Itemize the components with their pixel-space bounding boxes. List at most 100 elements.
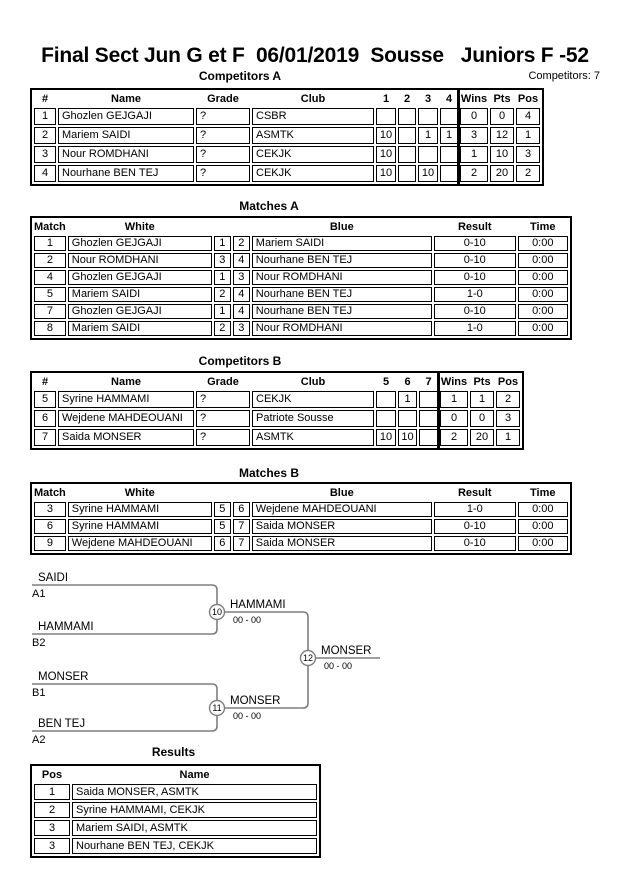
competitors-a-table: # Name Grade Club 1 2 3 4 Wins Pts Pos bbox=[30, 88, 544, 186]
white-player-number: 5 bbox=[213, 502, 231, 517]
match-result: 1-0 bbox=[433, 321, 516, 336]
final-score: 00 - 00 bbox=[324, 661, 352, 671]
competitor-row: 1 Ghozlen GEJGAJI ? CSBR 0 0 4 bbox=[34, 108, 540, 125]
knockout-bracket: 10 11 12 SAIDI A1 HAMMAMI B2 MONSER B1 B… bbox=[32, 572, 380, 746]
match-result: 1-0 bbox=[433, 287, 516, 302]
competitor-grade: ? bbox=[196, 146, 250, 163]
match-time: 0:00 bbox=[517, 519, 568, 534]
bracket-entry-seed: B1 bbox=[32, 687, 45, 699]
pos-cell: 4 bbox=[516, 108, 540, 125]
match-time: 0:00 bbox=[517, 253, 568, 268]
competitor-name: Nour ROMDHANI bbox=[58, 146, 194, 163]
competitor-club: ASMTK bbox=[252, 127, 374, 144]
score-cell bbox=[418, 108, 438, 125]
pts-cell: 20 bbox=[490, 165, 514, 182]
header-blue: Blue bbox=[329, 221, 354, 233]
blue-player: Saida MONSER bbox=[251, 519, 432, 534]
match-result: 0-10 bbox=[433, 253, 516, 268]
match-11-number: 11 bbox=[212, 703, 221, 713]
bracket-lines bbox=[32, 584, 380, 732]
bracket-entry-name: BEN TEJ bbox=[38, 718, 85, 730]
white-player: Syrine HAMMAMI bbox=[67, 519, 212, 534]
semifinal-2-winner-line bbox=[224, 658, 309, 709]
table-header-row: # Name Grade Club 1 2 3 4 Wins Pts Pos bbox=[34, 92, 540, 106]
blue-player: Nourhane BEN TEJ bbox=[251, 253, 432, 268]
competitor-club: CSBR bbox=[252, 108, 374, 125]
blue-player-number: 7 bbox=[232, 519, 250, 534]
score-cell: 1 bbox=[418, 127, 438, 144]
competitor-name: Ghozlen GEJGAJI bbox=[58, 108, 194, 125]
match-row: 6 Syrine HAMMAMI 5 7 Saida MONSER 0-10 0… bbox=[34, 519, 568, 534]
match-number: 9 bbox=[34, 536, 66, 551]
pts-cell: 10 bbox=[490, 146, 514, 163]
bracket-entry-seed: B2 bbox=[32, 637, 45, 649]
competitor-name: Wejdene MAHDEOUANI bbox=[58, 410, 194, 427]
result-position: 3 bbox=[34, 820, 70, 836]
match-row: 5 Mariem SAIDI 2 4 Nourhane BEN TEJ 1-0 … bbox=[34, 287, 568, 302]
blue-player: Mariem SAIDI bbox=[251, 236, 432, 251]
semifinal-1-winner-line bbox=[224, 611, 309, 658]
competitor-number: 4 bbox=[34, 165, 56, 182]
semifinal-2-winner: MONSER bbox=[230, 695, 280, 707]
header-round-4: 4 bbox=[445, 93, 453, 105]
match-time: 0:00 bbox=[517, 304, 568, 319]
table-header-row: # Name Grade Club 5 6 7 Wins Pts Pos bbox=[34, 375, 520, 389]
match-result: 0-10 bbox=[433, 536, 516, 551]
match-row: 3 Syrine HAMMAMI 5 6 Wejdene MAHDEOUANI … bbox=[34, 502, 568, 517]
bracket-entry-seed: A1 bbox=[32, 588, 45, 600]
match-number: 3 bbox=[34, 502, 66, 517]
competitor-grade: ? bbox=[196, 410, 250, 427]
match-number: 5 bbox=[34, 287, 66, 302]
header-pos: Pos bbox=[497, 376, 519, 388]
competitor-club: ASMTK bbox=[252, 429, 374, 446]
competitor-name: Nourhane BEN TEJ bbox=[58, 165, 194, 182]
pts-cell: 0 bbox=[490, 108, 514, 125]
header-name: Name bbox=[111, 376, 141, 388]
match-time: 0:00 bbox=[517, 321, 568, 336]
competitor-grade: ? bbox=[196, 165, 250, 182]
competitor-grade: ? bbox=[196, 108, 250, 125]
white-player: Ghozlen GEJGAJI bbox=[67, 304, 212, 319]
blue-player-number: 7 bbox=[232, 536, 250, 551]
white-player-number: 3 bbox=[213, 253, 231, 268]
header-blue-num bbox=[233, 220, 250, 234]
score-cell: 10 bbox=[376, 429, 396, 446]
result-player-name: Nourhane BEN TEJ, CEKJK bbox=[72, 838, 317, 854]
header-white: White bbox=[124, 221, 155, 233]
match-number: 7 bbox=[34, 304, 66, 319]
match-11-node bbox=[208, 699, 226, 717]
semifinal-1-winner: HAMMAMI bbox=[230, 599, 286, 611]
match-result: 0-10 bbox=[433, 304, 516, 319]
score-cell bbox=[419, 391, 438, 408]
result-row: 2 Syrine HAMMAMI, CEKJK bbox=[34, 802, 317, 818]
pos-cell: 2 bbox=[516, 165, 540, 182]
competitor-row: 7 Saida MONSER ? ASMTK 10 10 2 20 1 bbox=[34, 429, 520, 446]
score-cell bbox=[419, 410, 438, 427]
score-cell bbox=[376, 108, 396, 125]
blue-player-number: 6 bbox=[232, 502, 250, 517]
match-time: 0:00 bbox=[517, 536, 568, 551]
wins-cell: 0 bbox=[460, 108, 488, 125]
header-round-2: 2 bbox=[403, 93, 411, 105]
match-number: 2 bbox=[34, 253, 66, 268]
white-player-number: 2 bbox=[213, 321, 231, 336]
match-row: 2 Nour ROMDHANI 3 4 Nourhane BEN TEJ 0-1… bbox=[34, 253, 568, 268]
competitor-row: 6 Wejdene MAHDEOUANI ? Patriote Sousse 0… bbox=[34, 410, 520, 427]
score-cell bbox=[440, 165, 458, 182]
table-header-row: Pos Name bbox=[34, 768, 317, 782]
blue-player-number: 3 bbox=[232, 270, 250, 285]
header-white-num bbox=[214, 220, 231, 234]
competitor-grade: ? bbox=[196, 391, 250, 408]
score-cell: 10 bbox=[376, 127, 396, 144]
score-cell: 10 bbox=[376, 146, 396, 163]
match-time: 0:00 bbox=[517, 270, 568, 285]
competitor-grade: ? bbox=[196, 127, 250, 144]
result-row: 3 Mariem SAIDI, ASMTK bbox=[34, 820, 317, 836]
wins-cell: 1 bbox=[440, 391, 468, 408]
white-player-number: 2 bbox=[213, 287, 231, 302]
match-row: 8 Mariem SAIDI 2 3 Nour ROMDHANI 1-0 0:0… bbox=[34, 321, 568, 336]
blue-player: Nour ROMDHANI bbox=[251, 321, 432, 336]
wins-cell: 2 bbox=[440, 429, 468, 446]
score-cell bbox=[376, 410, 396, 427]
competitors-b-table: # Name Grade Club 5 6 7 Wins Pts Pos 5 bbox=[30, 371, 524, 450]
